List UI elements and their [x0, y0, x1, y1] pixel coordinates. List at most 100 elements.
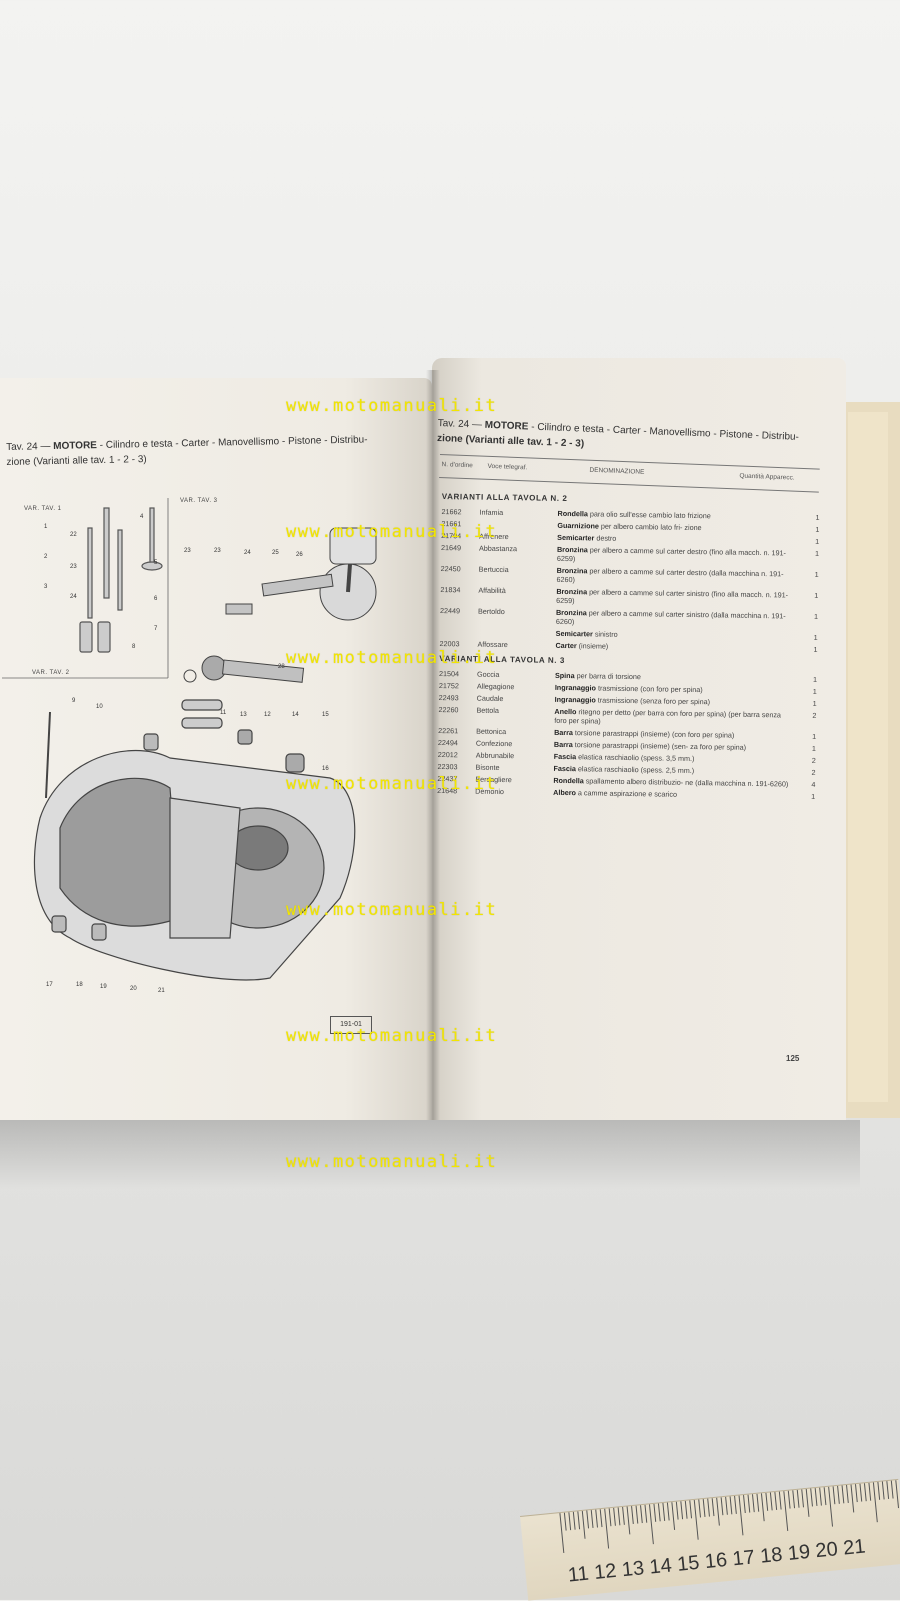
ruler-tick [569, 1512, 571, 1530]
svg-text:10: 10 [96, 704, 103, 710]
part-description: Rondella para olio sull'esse cambio lato… [558, 509, 798, 522]
ruler-tick [833, 1486, 835, 1504]
part-name: Bronzina [557, 566, 588, 575]
ruler-tick [636, 1506, 638, 1524]
svg-text:1: 1 [44, 524, 48, 530]
part-number: 21649 [441, 543, 471, 552]
ruler-tick [587, 1510, 589, 1528]
svg-text:7: 7 [154, 626, 158, 632]
ruler-tick [802, 1489, 804, 1507]
part-name: Albero [553, 788, 576, 797]
ruler-tick [752, 1494, 754, 1512]
telegraph-code: Abbastanza [479, 544, 553, 554]
ruler-tick [838, 1486, 840, 1504]
telegraph-code [479, 520, 553, 521]
ruler-tick [797, 1490, 799, 1508]
ruler-tick [685, 1501, 687, 1519]
part-description: Barra torsione parastrappi (insieme) (se… [554, 740, 794, 753]
ruler-tick [820, 1488, 822, 1506]
telegraph-code: Bisonte [476, 763, 550, 773]
watermark-text: www.motomanuali.it [286, 396, 497, 416]
ruler-tick [855, 1484, 857, 1502]
telegraph-code: Caudale [477, 694, 551, 704]
ruler-tick [815, 1488, 817, 1506]
part-description: Ingranaggio trasmissione (senza foro per… [555, 695, 795, 708]
part-description: Guarnizione per albero cambio lato fri- … [557, 521, 797, 534]
ruler-tick [618, 1507, 620, 1525]
telegraph-code: Affabilità [478, 586, 552, 596]
svg-text:22: 22 [70, 532, 77, 538]
ruler-tick [627, 1507, 630, 1535]
part-description: Semicarter sinistro [556, 629, 796, 642]
ruler-tick [891, 1481, 893, 1499]
part-description: Barra torsione parastrappi (insieme) (co… [554, 728, 794, 741]
svg-text:2: 2 [44, 554, 48, 560]
telegraph-code: Goccia [477, 670, 551, 680]
svg-text:23: 23 [184, 548, 191, 554]
part-quantity: 1 [807, 537, 819, 546]
part-description: Spina per barra di torsione [555, 671, 795, 684]
ruler-tick [744, 1495, 746, 1513]
part-number: 22450 [441, 564, 471, 573]
col-header-desc: DENOMINAZIONE [589, 467, 644, 476]
ruler-tick [632, 1506, 634, 1524]
ruler-tick [739, 1496, 743, 1536]
ruler-tick [748, 1495, 750, 1513]
telegraph-code: Bertuccia [479, 565, 553, 575]
svg-text:11: 11 [220, 710, 227, 716]
svg-text:20: 20 [130, 986, 137, 992]
part-quantity: 2 [803, 768, 815, 777]
svg-text:9: 9 [72, 698, 76, 704]
svg-text:14: 14 [292, 712, 299, 718]
part-description: Albero a camme aspirazione e scarico [553, 788, 793, 801]
telegraph-code: Bettonica [476, 727, 550, 737]
part-description: Fascia elastica raschiaolio (spess. 2,5 … [554, 764, 794, 777]
pushrod-part [118, 530, 122, 610]
valve-guide [98, 622, 110, 652]
ruler-tick [560, 1513, 564, 1553]
ruler-tick [842, 1485, 844, 1503]
part-number: 21504 [439, 669, 469, 678]
part-name: Semicarter [556, 629, 593, 639]
ruler-tick [605, 1509, 609, 1549]
svg-text:4: 4 [140, 514, 144, 520]
ruler-tick [788, 1491, 790, 1509]
ruler-tick [770, 1492, 772, 1510]
ruler-tick [811, 1489, 813, 1507]
part-number: 22260 [438, 705, 468, 714]
telegraph-code: Abbrunabile [476, 751, 550, 761]
part-description: Rondella spallamento albero distribuzio-… [553, 776, 793, 789]
part-name: Anello [554, 707, 576, 716]
ruler-tick [761, 1493, 764, 1521]
part-number: 22261 [438, 726, 468, 735]
part-quantity: 2 [804, 756, 816, 765]
ruler-tick [703, 1499, 705, 1517]
ruler-tick [735, 1496, 737, 1514]
part-description: Bronzina per albero a camme sul carter s… [556, 608, 796, 630]
part-name: Ingranaggio [555, 695, 596, 705]
part-description: Anello ritegno per detto (per barra con … [554, 707, 794, 729]
part-number: 22493 [439, 693, 469, 702]
ruler-tick [860, 1484, 862, 1502]
ruler-tick [779, 1492, 781, 1510]
right-page: Tav. 24 — MOTORE - Cilindro e testa - Ca… [432, 358, 846, 1120]
part-name: Bronzina [557, 545, 588, 554]
part-number: 22303 [438, 762, 468, 771]
page-number: 125 [786, 1054, 799, 1063]
book-gutter [426, 370, 440, 1120]
svg-text:24: 24 [70, 594, 77, 600]
telegraph-code: Infamia [480, 508, 554, 518]
part-name: Guarnizione [557, 521, 599, 531]
part-quantity: 2 [804, 711, 816, 720]
ruler-tick [775, 1492, 777, 1510]
ruler-tick [864, 1483, 866, 1501]
ruler-tick [878, 1482, 880, 1500]
part-number: 22494 [438, 738, 468, 747]
ruler-tick [730, 1496, 732, 1514]
ruler-tick [591, 1510, 593, 1528]
right-title-bold: MOTORE [485, 420, 529, 433]
